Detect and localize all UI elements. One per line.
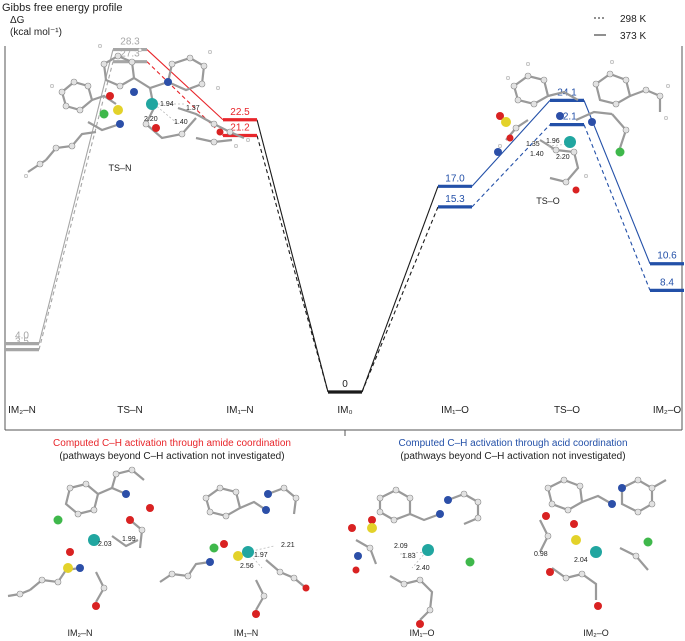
state-label-im0: IM₀ — [337, 405, 352, 416]
molecule-ts-o: 1.35 1.96 1.40 2.20 TS–O — [494, 59, 671, 206]
connector-298k — [256, 135, 329, 393]
im1-o-distance: 2.40 — [416, 565, 430, 572]
amide-caption-title: Computed C–H activation through amide co… — [53, 438, 291, 449]
ts-n-distance: 1.94 — [160, 101, 174, 108]
ts-n-distance: 1.37 — [186, 105, 200, 112]
connector-373k — [146, 49, 224, 121]
legend-dashed-label: 298 K — [620, 14, 646, 25]
value-373k-im0: 0 — [342, 379, 348, 390]
molecule-im2-o: 0.98 2.04 IM₂–O — [534, 476, 667, 638]
molecule-im1-n: 1.97 2.21 2.56 IM₁–N — [159, 484, 310, 638]
value-373k-im2-n: 4.0 — [15, 331, 29, 342]
im1-o-label: IM₁–O — [409, 628, 434, 638]
state-label-im2-n: IM₂–N — [8, 405, 36, 416]
value-373k-ts-n: 28.3 — [120, 37, 140, 48]
connector-373k — [361, 186, 439, 393]
connector-298k — [583, 124, 651, 291]
im1-n-distance: 1.97 — [254, 552, 268, 559]
connector-298k — [38, 61, 114, 350]
value-373k-im2-o: 10.6 — [657, 251, 677, 262]
connector-373k — [256, 119, 329, 393]
connector-298k — [361, 206, 439, 393]
im1-n-distance: 2.56 — [240, 563, 254, 570]
ts-n-label: TS–N — [108, 163, 131, 173]
axis-symbol: ΔG — [10, 15, 25, 26]
figure-title: Gibbs free energy profile — [2, 2, 122, 14]
molecule-im1-o: 2.09 1.83 2.40 IM₁–O — [348, 486, 482, 638]
ts-n-distance: 2.20 — [144, 116, 158, 123]
legend-solid-label: 373 K — [620, 31, 646, 42]
im2-o-distance: 0.98 — [534, 551, 548, 558]
ts-n-distance: 1.40 — [174, 119, 188, 126]
value-298k-im1-n: 21.2 — [230, 122, 250, 133]
im2-n-distance: 2.03 — [98, 541, 112, 548]
connector-373k — [38, 49, 114, 344]
axis-unit: (kcal mol⁻¹) — [10, 27, 62, 38]
value-298k-im2-n: 3.5 — [15, 337, 29, 348]
connector-373k — [583, 100, 651, 264]
ts-o-distance: 1.96 — [546, 138, 560, 145]
value-298k-im2-o: 8.4 — [660, 277, 674, 288]
im1-o-distance: 1.83 — [402, 553, 416, 560]
state-label-im1-n: IM₁–N — [226, 405, 253, 416]
ts-o-label: TS–O — [536, 196, 560, 206]
value-373k-im1-n: 22.5 — [230, 107, 250, 118]
state-label-im2-o: IM₂–O — [653, 405, 682, 416]
connector-373k — [471, 100, 551, 187]
amide-caption-note: (pathways beyond C–H activation not inve… — [59, 451, 284, 462]
im1-n-distance: 2.21 — [281, 542, 295, 549]
im2-n-distance: 1.99 — [122, 536, 136, 543]
acid-caption-note: (pathways beyond C–H activation not inve… — [400, 451, 625, 462]
im1-o-distance: 2.09 — [394, 543, 408, 550]
ts-o-distance: 2.20 — [556, 154, 570, 161]
im2-n-label: IM₂–N — [68, 628, 93, 638]
value-373k-im1-o: 17.0 — [445, 173, 465, 184]
connector-lines — [38, 49, 651, 393]
molecule-ts-n: 1.94 1.37 2.20 1.40 TS–N — [23, 43, 251, 179]
ts-o-distance: 1.35 — [526, 141, 540, 148]
ts-o-distance: 1.40 — [530, 151, 544, 158]
state-label-ts-o: TS–O — [554, 405, 580, 416]
acid-caption-title: Computed C–H activation through acid coo… — [398, 438, 627, 449]
value-298k-im1-o: 15.3 — [445, 194, 465, 205]
legend: 298 K 373 K — [594, 14, 646, 42]
im1-n-label: IM₁–N — [234, 628, 259, 638]
energy-values: 4.03.528.327.322.521.2017.015.324.122.11… — [15, 37, 677, 390]
energy-levels — [5, 47, 684, 394]
value-298k-ts-n: 27.3 — [120, 49, 140, 60]
state-labels: IM₂–N TS–N IM₁–N IM₀ IM₁–O TS–O IM₂–O — [8, 405, 681, 416]
im2-o-distance: 2.04 — [574, 557, 588, 564]
state-label-im1-o: IM₁–O — [441, 405, 469, 416]
state-label-ts-n: TS–N — [117, 405, 143, 416]
connector-298k — [146, 61, 224, 136]
im2-o-label: IM₂–O — [583, 628, 609, 638]
molecule-im2-n: 2.03 1.99 IM₂–N — [7, 466, 154, 638]
connector-298k — [471, 124, 551, 208]
value-298k-ts-o: 22.1 — [557, 112, 577, 123]
